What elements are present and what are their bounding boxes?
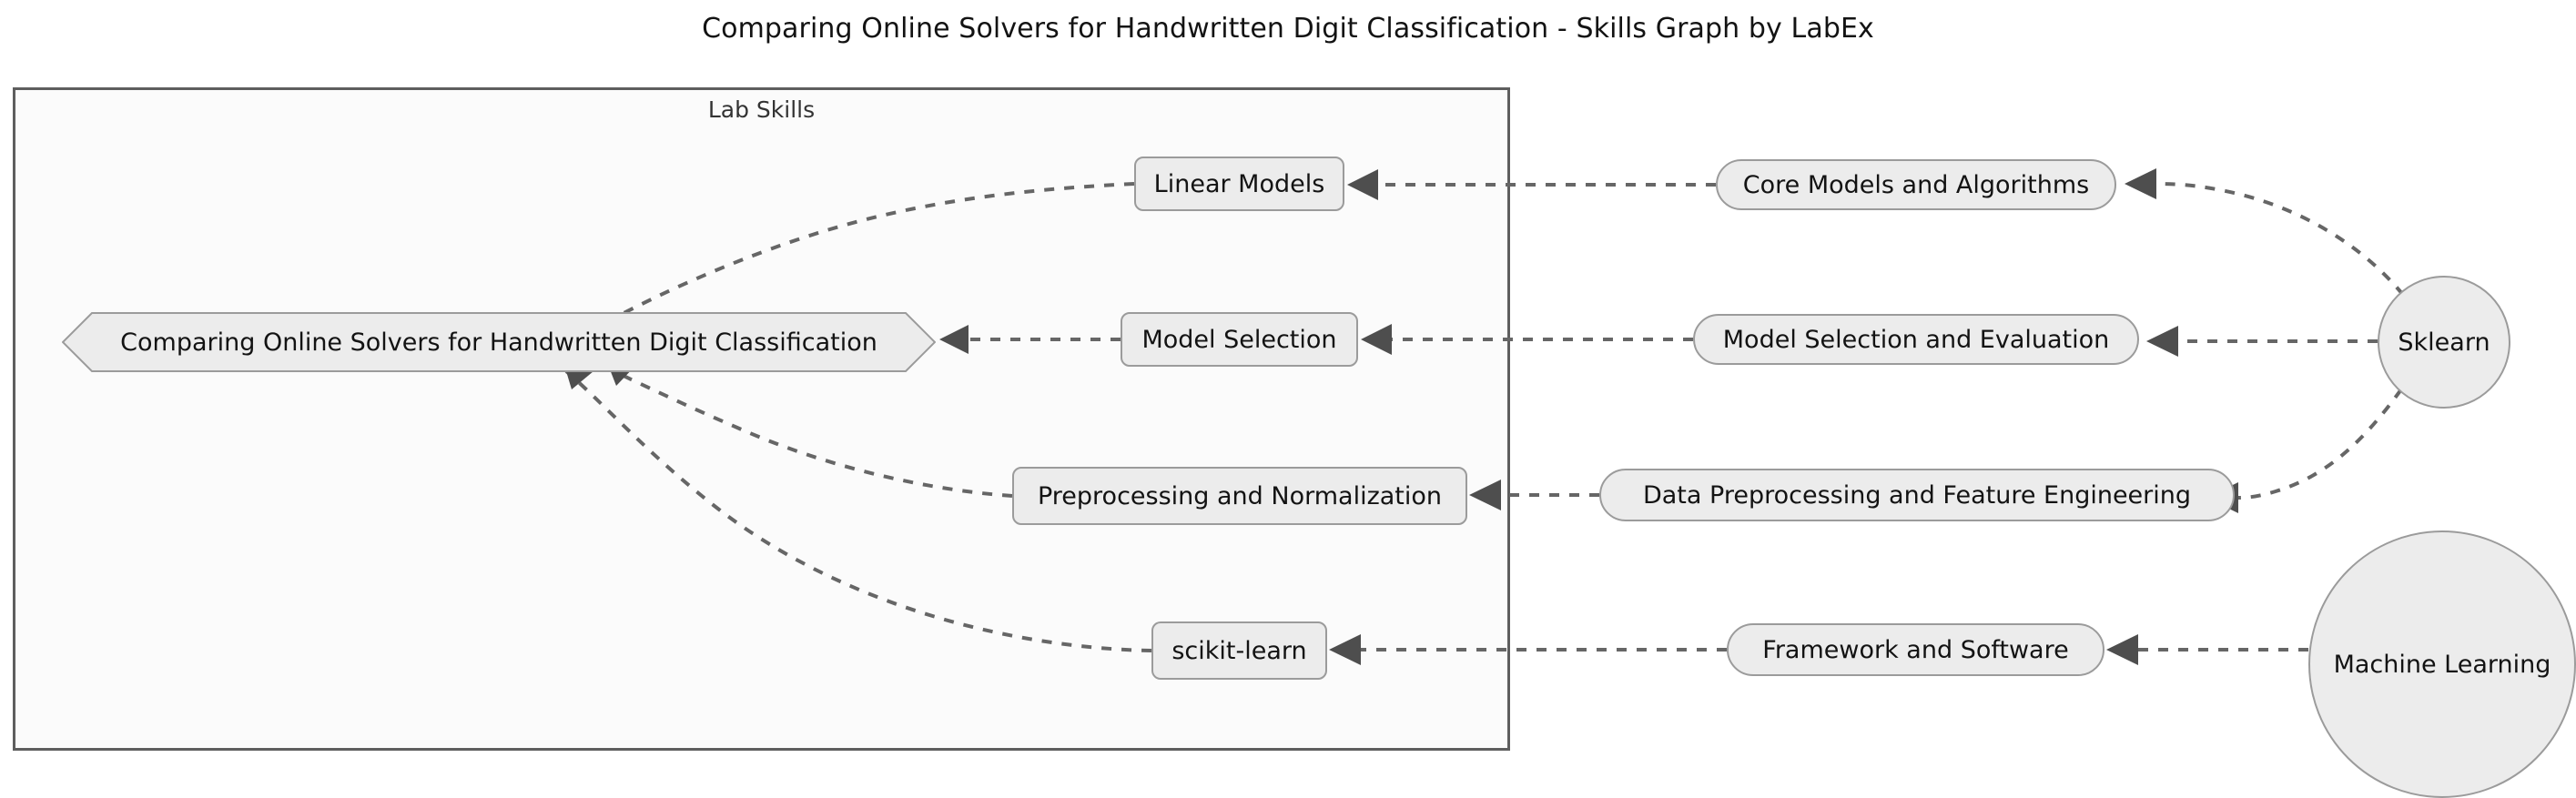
edge-sklearn-to-dpfe (2236, 388, 2403, 500)
edge-sklearn-to-core-models (2155, 182, 2405, 297)
node-preprocessing-and-normalization[interactable]: Preprocessing and Normalization (1012, 467, 1467, 525)
arrowhead-machine-learning-to-framework (2106, 634, 2138, 665)
node-sklearn[interactable]: Sklearn (2378, 276, 2510, 409)
node-scikit-learn-label: scikit-learn (1171, 636, 1307, 665)
arrowhead-sklearn-to-core-models (2125, 168, 2156, 199)
node-model-selection-and-evaluation[interactable]: Model Selection and Evaluation (1693, 314, 2139, 365)
page-title: Comparing Online Solvers for Handwritten… (702, 13, 1874, 45)
node-linear-models-label: Linear Models (1153, 169, 1325, 198)
node-core-models-and-algorithms[interactable]: Core Models and Algorithms (1716, 159, 2116, 210)
node-sklearn-label: Sklearn (2398, 328, 2490, 357)
node-framework-and-software[interactable]: Framework and Software (1727, 623, 2104, 676)
node-comparing-online-solvers-root[interactable]: Comparing Online Solvers for Handwritten… (62, 312, 936, 372)
node-preprocessing-and-normalization-label: Preprocessing and Normalization (1037, 481, 1443, 510)
node-data-preprocessing-and-feature-engineering-label: Data Preprocessing and Feature Engineeri… (1642, 480, 2192, 510)
node-linear-models[interactable]: Linear Models (1134, 157, 1344, 211)
node-model-selection-and-evaluation-label: Model Selection and Evaluation (1722, 325, 2110, 354)
node-root-label: Comparing Online Solvers for Handwritten… (120, 328, 877, 357)
lab-skills-cluster-label: Lab Skills (707, 96, 816, 123)
node-core-models-and-algorithms-label: Core Models and Algorithms (1742, 170, 2090, 199)
node-scikit-learn[interactable]: scikit-learn (1151, 621, 1327, 680)
node-data-preprocessing-and-feature-engineering[interactable]: Data Preprocessing and Feature Engineeri… (1599, 469, 2235, 521)
node-model-selection-label: Model Selection (1141, 325, 1337, 354)
node-framework-and-software-label: Framework and Software (1762, 635, 2069, 664)
arrowhead-sklearn-to-mse (2146, 326, 2178, 357)
node-model-selection[interactable]: Model Selection (1121, 312, 1358, 367)
node-machine-learning-label: Machine Learning (2333, 650, 2551, 679)
node-machine-learning[interactable]: Machine Learning (2308, 530, 2576, 798)
